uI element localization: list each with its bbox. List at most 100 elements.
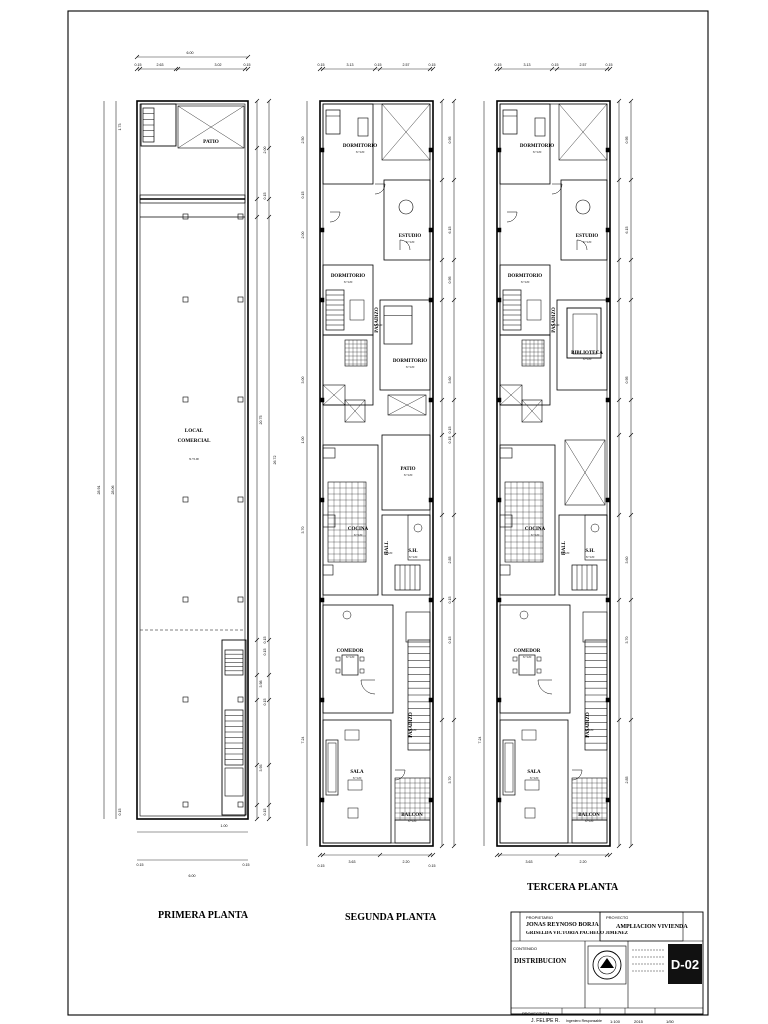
- level-marker: N.+2.80: [586, 556, 595, 559]
- plan-2-service-core: [322, 334, 374, 406]
- dimension-label: 0.15: [375, 63, 382, 67]
- void-diagonal: [344, 399, 366, 423]
- column: [428, 497, 434, 503]
- column: [182, 396, 189, 403]
- toilet-icon: [413, 523, 423, 533]
- owner-name-1: JONAS REYNOSO BORJA: [526, 922, 599, 928]
- dimension-tick: [430, 66, 436, 72]
- logo-ring: [592, 950, 622, 980]
- door-swing: [506, 211, 518, 223]
- dimension-label: 0.15: [263, 809, 267, 816]
- dimension-tick: [266, 145, 272, 151]
- plan-1-patio: [177, 105, 245, 149]
- room-label: DORMITORIO: [508, 274, 542, 279]
- dimension-tick: [628, 597, 634, 603]
- door-swing: [399, 239, 411, 251]
- plan-1-landing: [224, 767, 244, 797]
- plan-3-outline: [496, 100, 611, 847]
- void-outline: [521, 399, 543, 423]
- dimension-tick: [439, 843, 445, 849]
- dimension-label: 2.57: [403, 63, 410, 67]
- dimension-tick: [607, 852, 613, 858]
- plan-3-service-core: [499, 334, 551, 406]
- stairs-outline: [394, 564, 421, 591]
- dimension-label: 3.70: [625, 637, 629, 644]
- void-outline: [322, 384, 346, 406]
- dimension-tick: [175, 66, 181, 72]
- tile-outline: [344, 339, 368, 367]
- content-name: DISTRIBUCION: [514, 957, 567, 965]
- dimension-label: 0.15: [263, 637, 267, 644]
- dimension-tick: [451, 177, 457, 183]
- dimension-tick: [451, 843, 457, 849]
- room-label: S.H.: [408, 549, 418, 554]
- room-label: COMEDOR: [514, 649, 541, 654]
- column: [496, 697, 502, 703]
- plan-2-study: [383, 179, 431, 261]
- column: [237, 801, 244, 808]
- plan-2-service-void: [322, 384, 346, 406]
- dimension-label: 3.63: [349, 860, 356, 864]
- dimension-tick: [451, 397, 457, 403]
- dimension-tick: [242, 66, 248, 72]
- plan-1-stairs-lower: [224, 709, 244, 766]
- dimension-tick: [628, 257, 634, 263]
- void-outline: [558, 103, 608, 161]
- column: [182, 696, 189, 703]
- dimension-tick: [616, 597, 622, 603]
- column: [496, 497, 502, 503]
- column: [319, 597, 325, 603]
- void-diagonal: [499, 384, 523, 406]
- room-label: SALA: [350, 770, 364, 775]
- column: [428, 227, 434, 233]
- plan-2-sink: [322, 514, 336, 528]
- room-label: COMEDOR: [337, 649, 364, 654]
- dimension-tick: [266, 672, 272, 678]
- plan-3-living: [499, 719, 569, 844]
- door-swing: [571, 769, 583, 781]
- draftsman-label: PROYECTISTA: [522, 1011, 550, 1016]
- dimension-label: 0.15: [318, 864, 325, 868]
- title-block-field: Ingeniero Responsable: [566, 1019, 602, 1023]
- plan-2-dorm-3: [379, 299, 431, 391]
- dimension-tick: [266, 196, 272, 202]
- column: [605, 497, 611, 503]
- plan-3-door: [506, 211, 518, 223]
- dimension-label: 7.24: [301, 737, 305, 744]
- dimension-label: 2.85: [448, 557, 452, 564]
- column: [237, 596, 244, 603]
- column: [237, 696, 244, 703]
- dimension-tick: [451, 257, 457, 263]
- dimension-label: 2.57: [580, 63, 587, 67]
- title-block-field: 1:100: [610, 1019, 621, 1024]
- room-label: DORMITORIO: [393, 359, 427, 364]
- dimension-label: 3.60: [448, 377, 452, 384]
- level-marker: N.+0.00: [189, 457, 199, 461]
- column: [319, 397, 325, 403]
- void-diagonal: [558, 103, 608, 161]
- plan-3-stairs-mid: [502, 289, 522, 331]
- door-swing: [576, 239, 588, 251]
- level-marker: N.+2.80: [531, 534, 540, 537]
- dimension-tick: [439, 98, 445, 104]
- dimension-tick: [254, 637, 260, 643]
- plan-3-side-table: [524, 807, 536, 819]
- logo-frame: [587, 945, 627, 985]
- toilet-icon: [590, 523, 600, 533]
- dimension-label: 6.15: [625, 227, 629, 234]
- dimension-tick: [451, 512, 457, 518]
- dimension-tick: [497, 852, 503, 858]
- chair: [335, 656, 341, 662]
- column: [237, 213, 244, 220]
- void-outline: [381, 103, 431, 161]
- column: [605, 297, 611, 303]
- dimension-tick: [254, 214, 260, 220]
- dimension-label: 28.91: [97, 486, 101, 495]
- dimension-tick: [439, 512, 445, 518]
- dimension-tick: [439, 397, 445, 403]
- plan-2-bunk: [349, 299, 365, 321]
- plan-2-side-table: [347, 807, 359, 819]
- column: [182, 496, 189, 503]
